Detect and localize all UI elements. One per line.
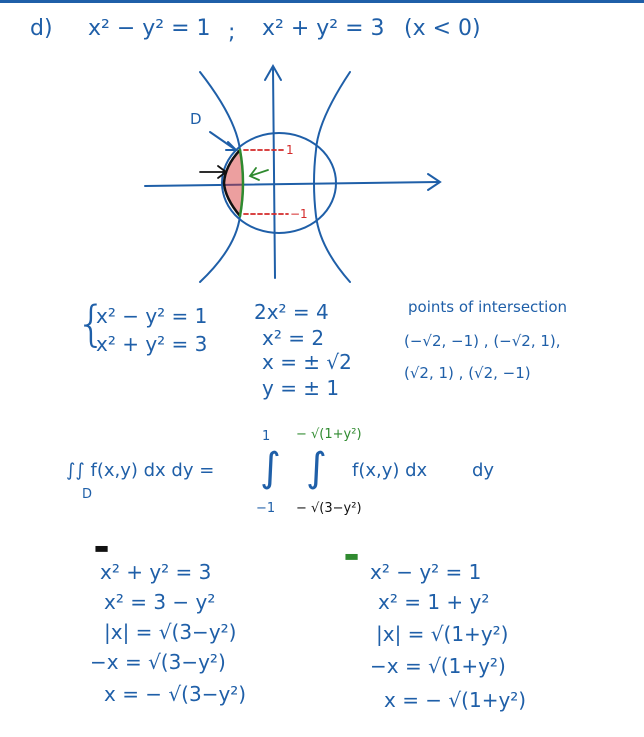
solve-step-4: y = ± 1 (262, 376, 340, 400)
bottom-bound-label: −1 (290, 207, 308, 221)
inner-lower-limit: − √(3−y²) (296, 501, 362, 516)
outer-lower-limit: −1 (256, 501, 276, 516)
integrand: f(x,y) dx (352, 460, 428, 481)
intersections-title: points of intersection (408, 298, 568, 316)
left-line-5: x = − √(3−y²) (104, 682, 247, 706)
region-label: D (190, 110, 202, 128)
system-eq-2: x² + y² = 3 (96, 332, 208, 356)
accent-bar (0, 0, 644, 3)
intersections-row-2: (√2, 1) , (√2, −1) (404, 364, 531, 382)
system-brace: { (76, 296, 107, 352)
x-axis-arrowhead (427, 173, 442, 191)
region-sketch (144, 63, 442, 283)
top-bound-label: 1 (286, 143, 294, 157)
header-separator: ; (228, 20, 236, 45)
region-pointer-arrow (209, 131, 239, 151)
integral-lhs: ∫∫ f(x,y) dx dy = (66, 460, 215, 481)
circle-curve (221, 132, 337, 234)
right-hyperbola-branch (313, 71, 351, 283)
part-label: d) (30, 16, 53, 41)
region-circle-boundary (222, 148, 242, 218)
header-condition: (x < 0) (404, 16, 481, 41)
right-line-1: x² − y² = 1 (370, 560, 482, 584)
black-arrow (199, 165, 228, 179)
left-line-3: |x| = √(3−y²) (104, 620, 237, 644)
left-line-2: x² = 3 − y² (104, 590, 216, 614)
integral-domain-label: D (82, 487, 93, 502)
region-hyperbola-boundary (238, 148, 245, 218)
left-marker: ▬ (94, 538, 110, 557)
right-line-2: x² = 1 + y² (378, 590, 490, 614)
right-line-3: |x| = √(1+y²) (376, 622, 509, 646)
green-arrow (248, 167, 269, 181)
header-equation-2: x² + y² = 3 (262, 16, 385, 41)
left-line-4: −x = √(3−y²) (90, 650, 226, 674)
inner-upper-limit: − √(1+y²) (296, 427, 362, 442)
system-eq-1: x² − y² = 1 (96, 304, 208, 328)
y-axis (272, 67, 276, 279)
solve-step-3: x = ± √2 (262, 350, 352, 374)
right-line-5: x = − √(1+y²) (384, 688, 527, 712)
solve-step-1: 2x² = 4 (254, 300, 329, 324)
right-marker: ▬ (344, 546, 360, 565)
outer-integral-sign: ∫ (260, 445, 281, 491)
left-line-1: x² + y² = 3 (100, 560, 212, 584)
x-axis (144, 181, 439, 187)
solve-step-2: x² = 2 (262, 326, 325, 350)
inner-integral-sign: ∫ (306, 445, 327, 491)
header-equation-1: x² − y² = 1 (88, 16, 211, 41)
right-line-4: −x = √(1+y²) (370, 654, 506, 678)
y-axis-arrowhead (264, 63, 282, 81)
outer-differential: dy (472, 460, 495, 481)
outer-upper-limit: 1 (262, 429, 271, 444)
intersections-row-1: (−√2, −1) , (−√2, 1), (404, 332, 561, 350)
